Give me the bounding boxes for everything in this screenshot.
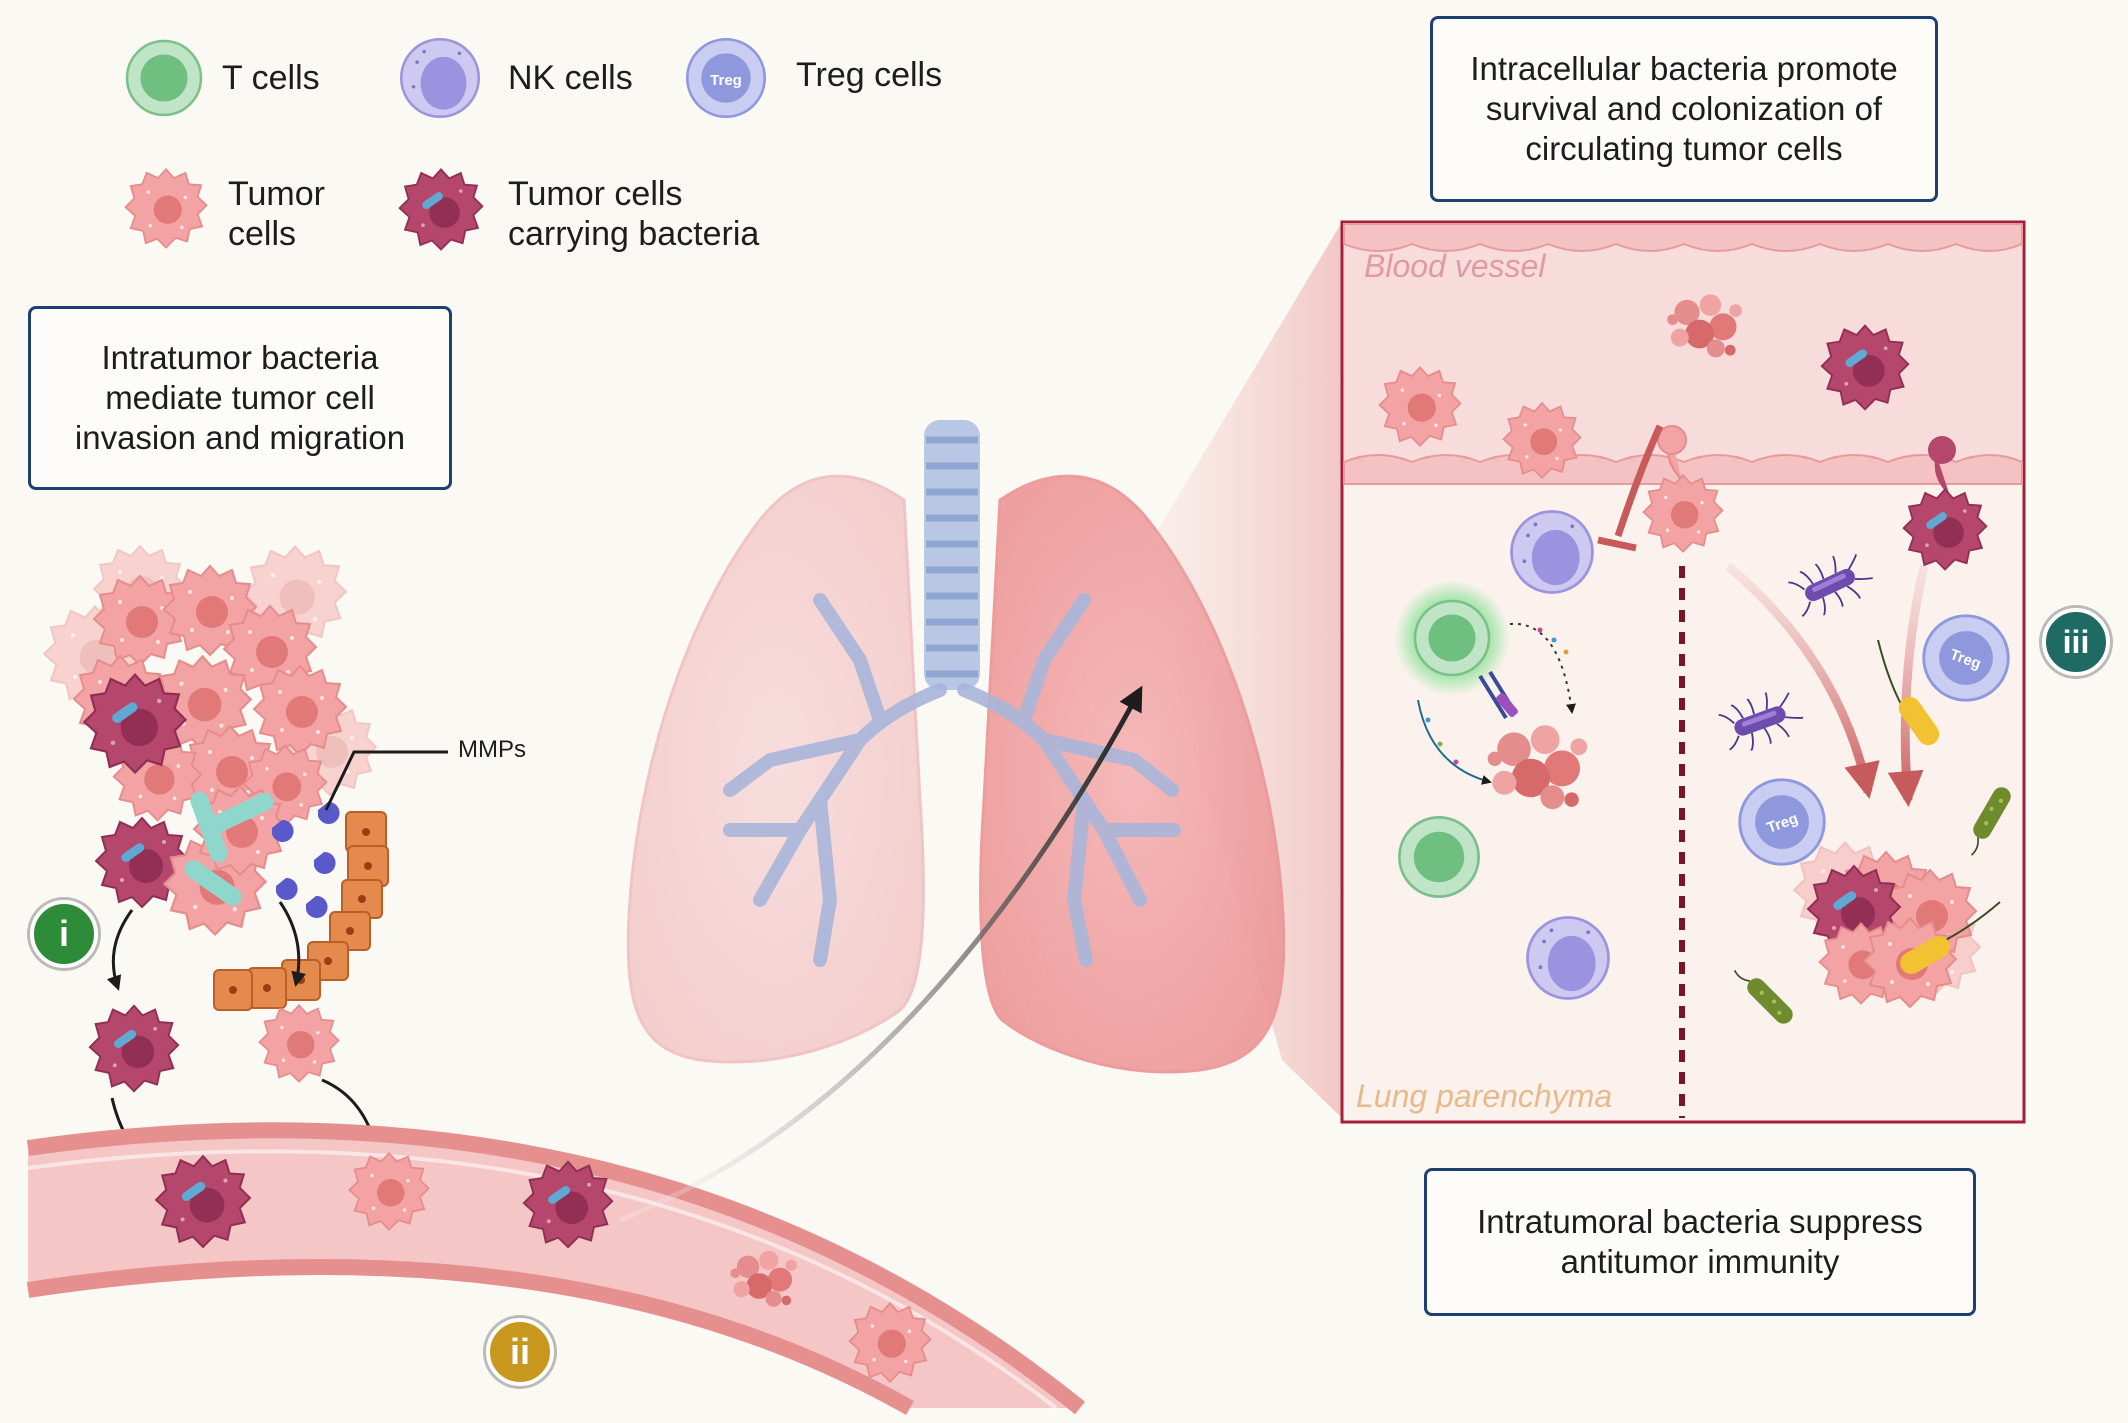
migrating-tumor-bacteria-cell: [88, 1004, 180, 1093]
invasion-callout: Intratumor bacteria mediate tumor cell i…: [28, 306, 452, 490]
immunity-callout: Intratumoral bacteria suppress antitumor…: [1424, 1168, 1976, 1316]
legend-treg-cell-icon: Treg: [685, 37, 767, 119]
legend-tumor-bacteria-icon: [398, 168, 484, 251]
mmps-leader-line: [324, 750, 448, 811]
intratumor-bacteria: [184, 791, 274, 906]
legend-treg-cells-label: Treg cells: [796, 56, 943, 94]
lungs-illustration: [626, 420, 1286, 1074]
mmps-label: MMPs: [458, 736, 526, 763]
legend-nk-cells-label: NK cells: [508, 59, 633, 97]
legend-tumor-cells-label: Tumor cells: [228, 175, 325, 253]
survival-callout: Intracellular bacteria promote survival …: [1430, 16, 1938, 202]
lung-parenchyma-label: Lung parenchyma: [1356, 1078, 1613, 1114]
circulation-vessel: [26, 1122, 1086, 1415]
zoom-wedge: [1140, 222, 1342, 1118]
legend-treg-tag: Treg: [710, 72, 742, 89]
legend-nk-cell-icon: [399, 37, 481, 119]
legend-tumor-bacteria-label: Tumor cells carrying bacteria: [508, 175, 760, 253]
legend-t-cells-label: T cells: [222, 59, 320, 97]
step-ii-badge: ii: [486, 1318, 554, 1386]
metastasis-arrow: [619, 685, 1143, 1223]
lung-zoom-panel: Treg Treg: [1340, 220, 2026, 1124]
legend-t-cell-icon: [125, 39, 203, 117]
migrating-tumor-cell: [258, 1004, 340, 1083]
mmps-enzymes: [272, 801, 340, 918]
step-i-badge: i: [30, 900, 98, 968]
epithelial-barrier: [213, 811, 389, 1011]
blood-vessel-label: Blood vessel: [1364, 248, 1546, 284]
step-iii-badge: iii: [2042, 608, 2110, 676]
legend-tumor-cell-icon: [124, 168, 208, 249]
